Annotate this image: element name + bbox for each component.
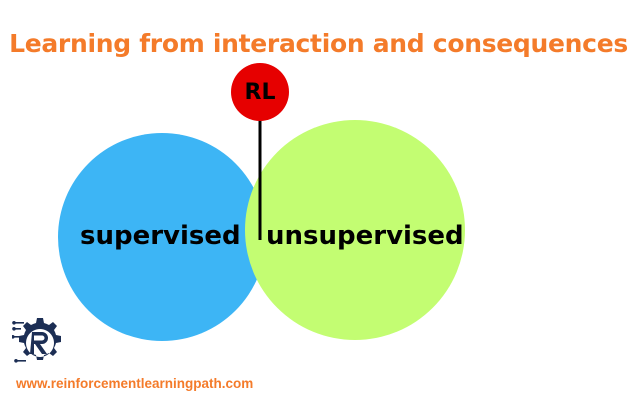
supervised-label: supervised bbox=[80, 221, 241, 251]
gear-r-logo-icon bbox=[12, 318, 61, 363]
unsupervised-label: unsupervised bbox=[266, 221, 464, 251]
rl-label: RL bbox=[244, 80, 276, 105]
page-title: Learning from interaction and consequenc… bbox=[9, 29, 628, 58]
supervised-circle bbox=[58, 133, 266, 341]
unsupervised-circle bbox=[245, 120, 465, 340]
rl-marker-circle bbox=[231, 63, 289, 121]
footer-url: www.reinforcementlearningpath.com bbox=[16, 376, 254, 391]
